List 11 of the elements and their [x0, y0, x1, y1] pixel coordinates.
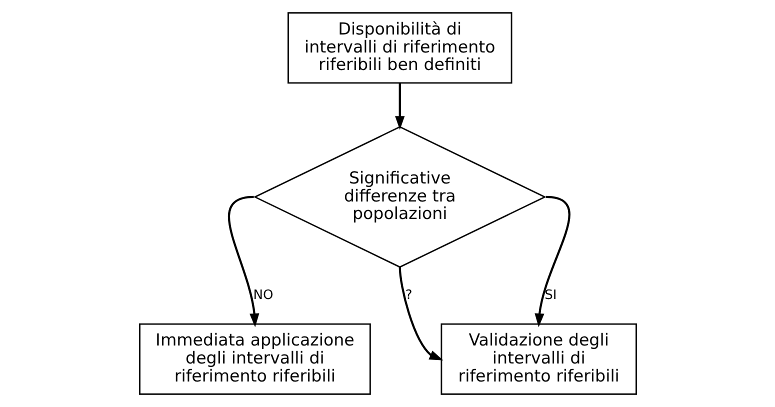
edge-label: ? — [404, 288, 412, 303]
node-box: Disponibilità di intervalli di riferimento riferibili ben definiti — [287, 12, 512, 84]
node-diamond: Significative differenze tra popolazioni — [252, 126, 546, 268]
arrow — [398, 267, 443, 360]
arrow — [228, 196, 259, 328]
arrow — [534, 196, 570, 328]
node-box: Validazione degli intervalli di riferimento riferibili — [440, 323, 636, 395]
edge-label: SI — [544, 288, 556, 303]
node-box: Immediata applicazione degli intervalli di riferimento riferibili — [138, 323, 370, 395]
arrow — [394, 83, 404, 130]
edge-label: NO — [252, 288, 273, 303]
